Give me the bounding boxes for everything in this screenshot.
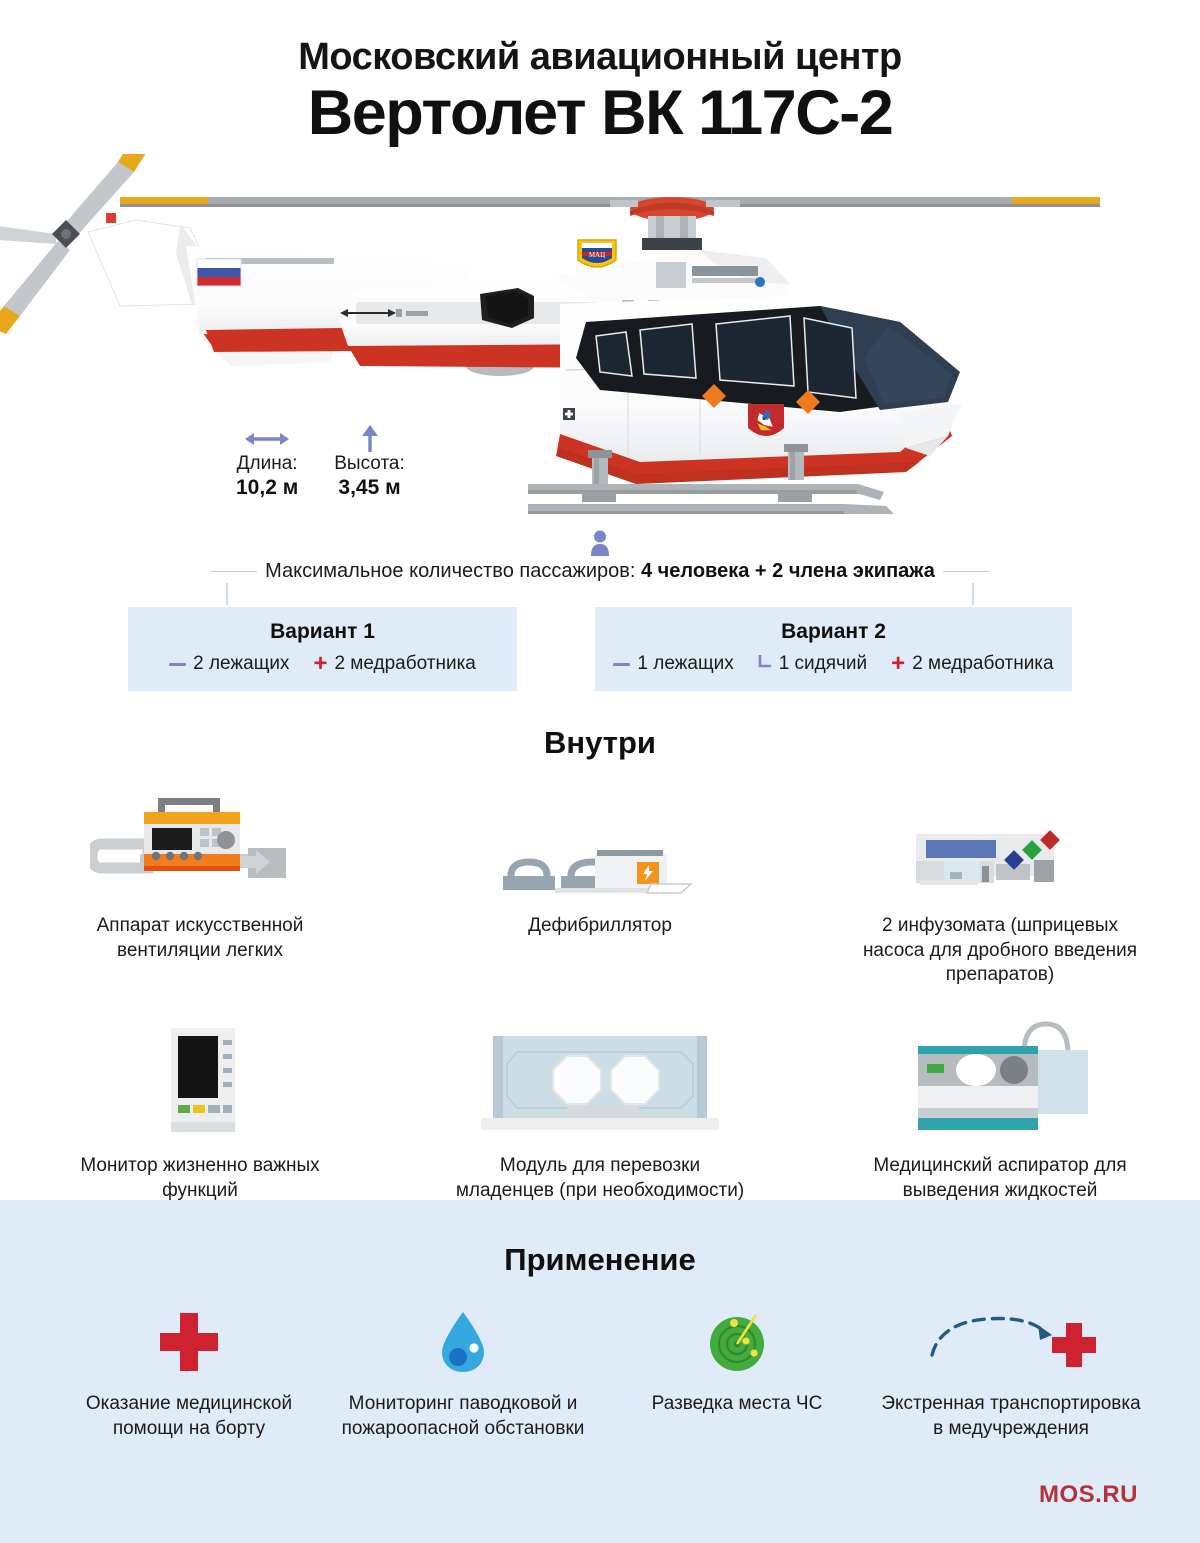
variants-row: Вариант 1 2 лежащих + 2 медработника Вар… — [0, 607, 1200, 691]
infusion-pump-icon — [910, 780, 1090, 900]
variant-item-lying: 2 лежащих — [169, 653, 289, 675]
application-heading: Применение — [504, 1242, 696, 1277]
plus-icon: + — [313, 650, 328, 678]
person-icon — [0, 530, 1200, 556]
transport-arrow-cross-icon — [926, 1306, 1096, 1378]
variant-1-card: Вариант 1 2 лежащих + 2 медработника — [128, 607, 517, 691]
equipment-item-aspirator: Медицинский аспиратор для выведения жидк… — [800, 1020, 1200, 1203]
variant-item-label: 1 лежащих — [637, 653, 734, 674]
tail-rotor — [0, 154, 146, 335]
page-title: Вертолет ВК 117С-2 — [307, 77, 894, 148]
inside-heading: Внутри — [544, 725, 656, 760]
application-item-flood-monitoring: Мониторинг паводковой и пожароопасной об… — [326, 1306, 600, 1441]
lying-icon — [169, 662, 187, 666]
equipment-grid: Аппарат искусственной вентиляции легких … — [0, 780, 1200, 1203]
dimension-height: Высота: 3,45 м — [334, 425, 405, 500]
page-header: Московский авиационный центр Вертолет ВК… — [0, 0, 1200, 146]
dimensions-block: Длина: 10,2 м Высота: 3,45 м — [236, 425, 405, 500]
up-arrow-icon — [334, 425, 405, 453]
application-label: Экстренная транспортировка в медучрежден… — [881, 1393, 1141, 1439]
variant-item-label: 2 медработника — [912, 653, 1054, 674]
passenger-capacity-section: Максимальное количество пассажиров: 4 че… — [0, 530, 1200, 691]
sitting-icon — [758, 653, 772, 675]
svg-text:МАЦ: МАЦ — [589, 251, 605, 259]
helicopter-illustration: МАЦ — [0, 154, 1200, 515]
mosru-logo: MOS.RU — [1039, 1481, 1138, 1508]
variant-2-card: Вариант 2 1 лежащих 1 сидячий + 2 медраб… — [595, 607, 1072, 691]
application-item-radar-recon: Разведка места ЧС — [600, 1306, 874, 1441]
equipment-label: Медицинский аспиратор для выведения жидк… — [873, 1155, 1127, 1201]
variant-item-label: 2 медработника — [334, 653, 476, 674]
application-item-emergency-transport: Экстренная транспортировка в медучрежден… — [874, 1306, 1148, 1441]
variant-1-title: Вариант 1 — [270, 620, 375, 643]
equipment-label: Аппарат искусственной вентиляции легких — [96, 915, 304, 961]
application-grid: Оказание медицинской помощи на борту Мон… — [0, 1306, 1200, 1441]
red-cross-icon — [158, 1306, 220, 1378]
moscow-coat-of-arms-icon — [748, 404, 784, 437]
equipment-item-defibrillator: Дефибриллятор — [400, 780, 800, 988]
equipment-label: Дефибриллятор — [528, 915, 672, 936]
rotor-head — [610, 197, 740, 251]
infant-module-icon — [475, 1020, 725, 1140]
variant-bracket — [0, 583, 1200, 607]
variant-item-lying: 1 лежащих — [613, 653, 734, 675]
page-subtitle: Московский авиационный центр — [298, 36, 902, 78]
aspirator-icon — [900, 1020, 1100, 1140]
passenger-capacity-text: Максимальное количество пассажиров: 4 че… — [265, 560, 935, 582]
dimension-height-label: Высота: — [334, 453, 405, 474]
defibrillator-icon — [495, 780, 705, 900]
equipment-item-vital-monitor: Монитор жизненно важных функций — [0, 1020, 400, 1203]
application-label: Мониторинг паводковой и пожароопасной об… — [341, 1393, 585, 1439]
water-drop-icon — [439, 1306, 487, 1378]
equipment-item-ventilator: Аппарат искусственной вентиляции легких — [0, 780, 400, 988]
radar-icon — [706, 1306, 768, 1378]
variant-item-label: 2 лежащих — [193, 653, 290, 674]
application-item-medical-aid: Оказание медицинской помощи на борту — [52, 1306, 326, 1441]
dimension-height-value: 3,45 м — [338, 475, 401, 499]
plus-icon: + — [891, 650, 906, 678]
variant-item-label: 1 сидячий — [778, 653, 868, 674]
dimension-length-value: 10,2 м — [236, 475, 299, 499]
horizontal-arrow-icon — [236, 425, 298, 453]
dimension-length-label: Длина: — [236, 453, 298, 474]
dimension-length: Длина: 10,2 м — [236, 425, 298, 500]
medical-cross-badge-icon — [563, 408, 575, 421]
application-label: Разведка места ЧС — [651, 1393, 823, 1414]
red-lower-stripe — [556, 414, 952, 485]
variant-item-medic: + 2 медработника — [313, 650, 476, 678]
application-label: Оказание медицинской помощи на борту — [85, 1393, 293, 1439]
equipment-label: Модуль для перевозки младенцев (при необ… — [455, 1155, 745, 1201]
passenger-capacity-line: Максимальное количество пассажиров: 4 че… — [0, 560, 1200, 583]
variant-2-title: Вариант 2 — [781, 620, 886, 643]
variant-item-medic: + 2 медработника — [891, 650, 1054, 678]
variant-2-items: 1 лежащих 1 сидячий + 2 медработника — [613, 652, 1054, 676]
vital-monitor-icon — [145, 1020, 255, 1140]
equipment-label: 2 инфузомата (шприцевых насоса для дробн… — [862, 915, 1138, 986]
mac-emblem-icon: МАЦ — [577, 239, 617, 268]
variant-1-items: 2 лежащих + 2 медработника — [154, 650, 491, 678]
russian-flag-icon — [196, 258, 242, 287]
application-section: Применение Оказание медицинской помощи н… — [0, 1200, 1200, 1543]
ventilator-icon — [90, 780, 310, 900]
landing-skids — [528, 444, 894, 515]
equipment-item-infant-module: Модуль для перевозки младенцев (при необ… — [400, 1020, 800, 1203]
cabin-windows — [576, 306, 960, 413]
equipment-item-infusion-pump: 2 инфузомата (шприцевых насоса для дробн… — [800, 780, 1200, 988]
door-handle-markers — [702, 384, 820, 415]
upper-side-window — [480, 288, 534, 329]
lying-icon — [613, 662, 631, 666]
equipment-label: Монитор жизненно важных функций — [80, 1155, 320, 1201]
variant-item-sitting: 1 сидячий — [758, 653, 867, 675]
nose-tip — [900, 404, 962, 457]
